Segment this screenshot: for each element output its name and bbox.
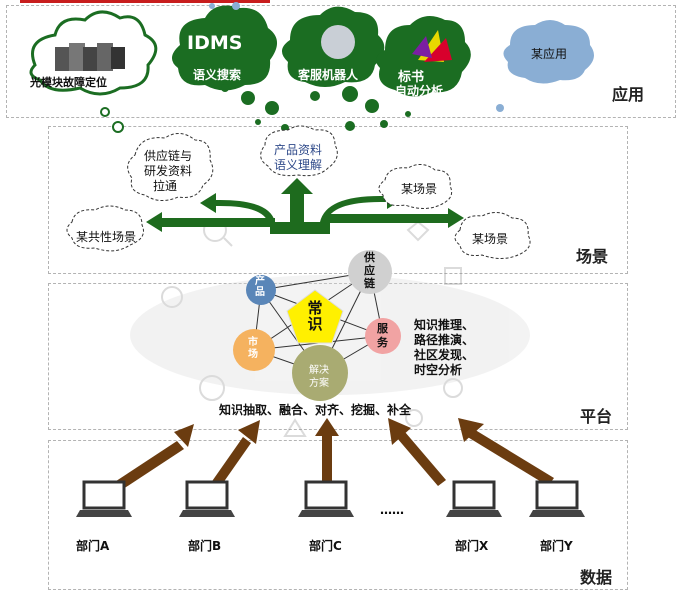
layer-title-platform: 平台 — [580, 407, 613, 426]
header-red-stroke — [20, 0, 270, 3]
data-arrows — [107, 418, 554, 495]
solution-node-label-1: 解决 — [309, 365, 329, 376]
dept-b-label: 部门B — [188, 539, 222, 553]
core-knowledge-pentagon — [286, 289, 344, 344]
supply-chain-node — [348, 250, 392, 294]
scene-a-label: 某场景 — [401, 182, 438, 196]
app-auto-analysis-label: 自动分析 — [395, 84, 444, 98]
scene-layer — [48, 126, 628, 274]
data-layer — [48, 440, 628, 590]
reasoning-label-3: 社区发现、 — [414, 348, 475, 362]
supply-node-label: 供应链 — [364, 251, 375, 290]
dept-y-label: 部门Y — [540, 539, 573, 553]
scene-arrows — [146, 178, 464, 234]
layer-title-application: 应用 — [612, 85, 645, 104]
dept-ellipsis-label: …… — [380, 503, 404, 517]
market-node-label: 市场 — [248, 337, 258, 360]
knowledge-operations-label: 知识抽取、融合、对齐、挖掘、补全 — [219, 403, 412, 417]
layer-title-data: 数据 — [580, 568, 613, 587]
scene-product-label-2: 语义理解 — [274, 158, 323, 172]
app-idms-logo: IDMS — [187, 32, 243, 54]
scene-b-label: 某场景 — [472, 232, 509, 246]
solution-node-label-2: 方案 — [309, 378, 329, 389]
application-layer — [6, 5, 676, 118]
service-node-label: 服务 — [377, 322, 388, 349]
product-node — [246, 275, 276, 305]
service-node — [365, 318, 401, 354]
platform-layer — [48, 283, 628, 430]
app-tender-label: 标书 — [398, 70, 425, 85]
app-clouds — [29, 2, 594, 133]
product-node-label: 产品 — [255, 276, 265, 298]
scene-common-label: 某共性场景 — [76, 230, 137, 244]
solution-node — [292, 345, 348, 401]
scene-clouds — [66, 125, 531, 259]
dept-x-label: 部门X — [455, 539, 489, 553]
reasoning-label-2: 路径推演、 — [414, 333, 475, 347]
dept-c-label: 部门C — [309, 539, 342, 553]
scene-supply-label-2: 研发资料 — [144, 164, 193, 178]
core-knowledge-label-1: 常识 — [307, 299, 323, 333]
app-semantic-search-label: 语义搜索 — [193, 68, 242, 82]
scene-supply-label-3: 拉通 — [153, 179, 178, 193]
reasoning-label-1: 知识推理、 — [414, 318, 475, 332]
market-node — [233, 329, 275, 371]
app-fault-location-label: 光模块故障定位 — [30, 76, 107, 89]
reasoning-label-4: 时空分析 — [414, 363, 463, 377]
layer-title-scene: 场景 — [576, 247, 609, 266]
laptop-icons — [76, 480, 585, 517]
scene-supply-label-1: 供应链与 — [144, 149, 193, 163]
app-some-application-label: 某应用 — [531, 47, 568, 61]
app-service-robot-label: 客服机器人 — [298, 68, 359, 82]
dept-a-label: 部门A — [76, 539, 110, 553]
scene-product-label-1: 产品资料 — [274, 143, 323, 157]
